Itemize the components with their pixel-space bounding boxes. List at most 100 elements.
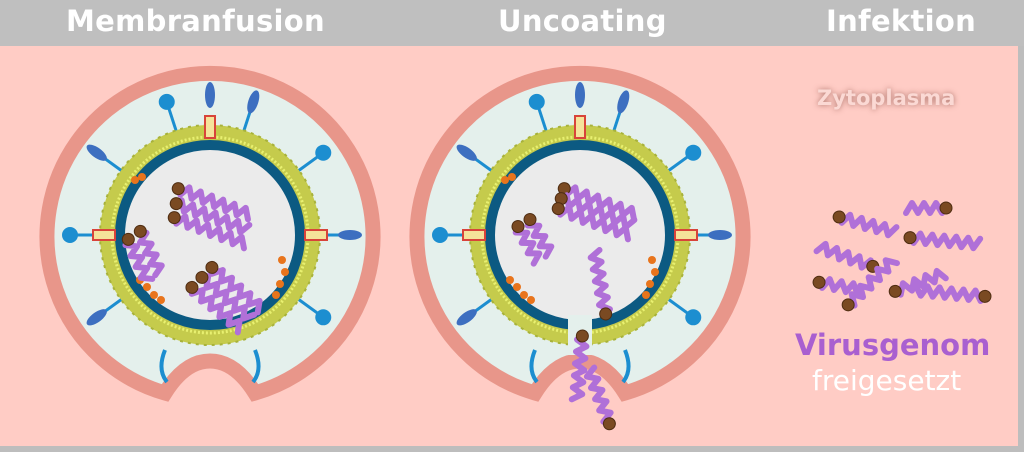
fusion-anchor bbox=[159, 349, 169, 384]
genome-strand bbox=[841, 257, 900, 312]
spike-fin-icon bbox=[708, 230, 732, 240]
channel-protein bbox=[204, 115, 216, 139]
genome-chain bbox=[557, 204, 631, 243]
genome-chain bbox=[819, 276, 861, 298]
genome-chain bbox=[583, 364, 614, 425]
genome-strand bbox=[903, 230, 984, 252]
genome-chain bbox=[903, 200, 945, 216]
stage-title-infection: Infektion bbox=[826, 4, 977, 38]
fusion-anchor bbox=[529, 349, 539, 384]
genome-strand bbox=[169, 197, 253, 236]
genome-cap-protein bbox=[978, 289, 992, 303]
genome-strand bbox=[121, 232, 156, 282]
genome-strand bbox=[133, 224, 165, 279]
genome-cap-protein bbox=[599, 307, 613, 321]
genome-chain bbox=[897, 267, 949, 298]
uncoating-cell bbox=[409, 65, 751, 402]
genome-chain bbox=[122, 242, 156, 282]
spike-head-icon bbox=[528, 93, 545, 110]
genome-chain bbox=[524, 222, 555, 260]
genome-cap-protein bbox=[205, 260, 219, 274]
genome-chain bbox=[568, 336, 590, 403]
protein-dot bbox=[138, 173, 146, 181]
protein-dot bbox=[506, 276, 514, 284]
channel-protein bbox=[304, 229, 328, 241]
genome-cap-protein bbox=[167, 211, 181, 225]
protein-dot bbox=[501, 176, 509, 184]
genome-cap-protein bbox=[523, 213, 537, 227]
genome-strand bbox=[551, 202, 631, 243]
protein-dot bbox=[642, 291, 650, 299]
protein-dot bbox=[508, 173, 516, 181]
spike-fin-icon bbox=[247, 90, 260, 114]
fusion-anchor bbox=[621, 349, 631, 384]
genome-chain bbox=[910, 230, 984, 252]
protein-dot bbox=[131, 176, 139, 184]
diagram-frame bbox=[0, 46, 1024, 452]
spike-fin-icon bbox=[575, 82, 585, 108]
genome-cap-protein bbox=[575, 329, 589, 343]
virus-genome-label: Virusgenom bbox=[795, 328, 991, 362]
protein-dot bbox=[648, 256, 656, 264]
spike-head-icon bbox=[685, 144, 702, 161]
channel-protein bbox=[574, 115, 586, 139]
genome-strand bbox=[888, 267, 949, 298]
genome-chain bbox=[173, 213, 247, 252]
genome-chain bbox=[813, 240, 874, 271]
genome-cap-protein bbox=[602, 417, 616, 431]
channel-protein bbox=[462, 229, 486, 241]
spike-head-icon bbox=[158, 93, 175, 110]
genome-chain bbox=[203, 273, 258, 322]
genome-cap-protein bbox=[551, 202, 565, 216]
spike-fin-icon bbox=[205, 82, 215, 108]
genome-cap-protein bbox=[195, 270, 209, 284]
spike-fin-icon bbox=[338, 230, 362, 240]
protein-dot bbox=[520, 291, 528, 299]
genome-strand bbox=[812, 275, 861, 298]
genome-chain bbox=[188, 287, 243, 336]
exiting-genome-strand bbox=[587, 247, 613, 321]
genome-cap-protein bbox=[841, 298, 855, 312]
protein-dot bbox=[278, 256, 286, 264]
genome-chain bbox=[178, 197, 253, 236]
spike-head-icon bbox=[62, 227, 78, 243]
protein-dot bbox=[276, 280, 284, 288]
protein-dot bbox=[157, 296, 165, 304]
genome-cap-protein bbox=[939, 201, 953, 215]
genome-strand bbox=[205, 260, 263, 316]
genome-strand bbox=[912, 282, 992, 304]
protein-dot bbox=[646, 280, 654, 288]
genome-strand bbox=[171, 182, 251, 223]
genome-strand bbox=[195, 270, 258, 322]
genome-cap-protein bbox=[903, 231, 917, 245]
protein-dot bbox=[272, 291, 280, 299]
spike-head-icon bbox=[315, 144, 332, 161]
genome-chain bbox=[177, 184, 251, 223]
genome-chain bbox=[848, 257, 900, 309]
protein-dot bbox=[143, 283, 151, 291]
exiting-genome-strand bbox=[568, 329, 590, 403]
genome-cap-protein bbox=[121, 232, 135, 246]
genome-chain bbox=[512, 229, 543, 267]
protein-dot bbox=[513, 283, 521, 291]
genome-cap-protein bbox=[185, 280, 199, 294]
genome-cap-protein bbox=[133, 224, 147, 238]
spike-fin-icon bbox=[86, 144, 107, 161]
protein-dot bbox=[651, 268, 659, 276]
genome-cap-protein bbox=[888, 284, 902, 298]
released-label: freigesetzt bbox=[812, 364, 962, 397]
genome-cap-protein bbox=[812, 275, 826, 289]
genome-strand bbox=[903, 200, 953, 216]
protein-dot bbox=[281, 268, 289, 276]
genome-cap-protein bbox=[169, 197, 183, 211]
protein-dot bbox=[150, 291, 158, 299]
genome-strand bbox=[511, 220, 543, 267]
spike-head-icon bbox=[685, 309, 702, 326]
spike-head-icon bbox=[315, 309, 332, 326]
genome-chain bbox=[587, 247, 613, 313]
spike-fin-icon bbox=[86, 309, 107, 326]
genome-strand bbox=[813, 240, 880, 273]
genome-chain bbox=[208, 267, 263, 316]
genome-cap-protein bbox=[832, 210, 846, 224]
